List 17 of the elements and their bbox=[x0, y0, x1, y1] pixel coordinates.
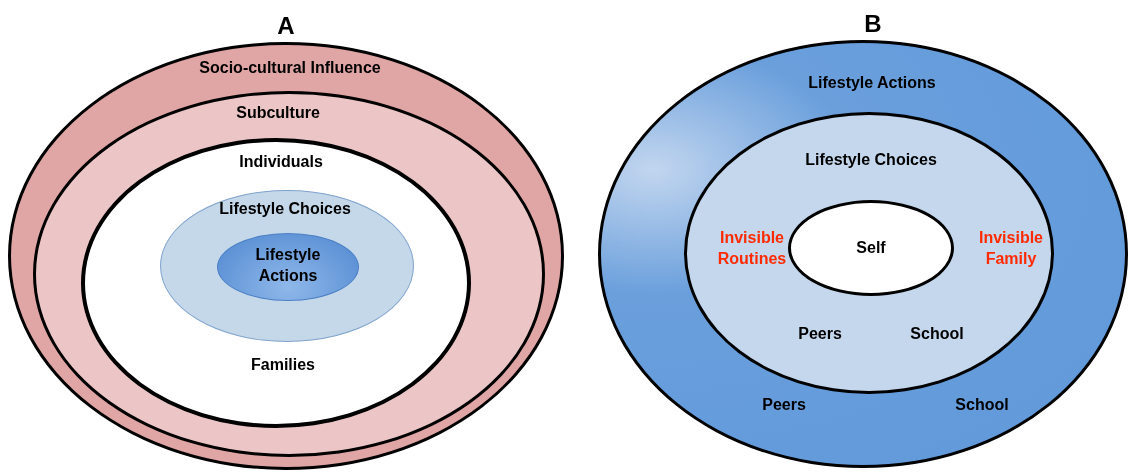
region-label: Lifestyle Choices bbox=[219, 198, 351, 219]
region-label: School bbox=[955, 394, 1009, 415]
region-label: Lifestyle Choices bbox=[805, 149, 937, 170]
panel-label: A bbox=[277, 12, 295, 40]
region-label: School bbox=[910, 323, 964, 344]
region-label: Individuals bbox=[239, 151, 323, 172]
region-label: Socio-cultural Influence bbox=[199, 57, 381, 78]
region-label: Invisible Routines bbox=[716, 228, 788, 269]
region-label: Lifestyle Actions bbox=[254, 245, 322, 286]
region-label: Self bbox=[856, 237, 886, 258]
region-label: Lifestyle Actions bbox=[808, 72, 936, 93]
region-label: Subculture bbox=[236, 102, 320, 123]
panel-label: B bbox=[864, 10, 882, 38]
region-label: Peers bbox=[762, 394, 806, 415]
region-label: Invisible Family bbox=[978, 228, 1044, 269]
region-label: Families bbox=[251, 354, 315, 375]
region-label: Peers bbox=[798, 323, 842, 344]
